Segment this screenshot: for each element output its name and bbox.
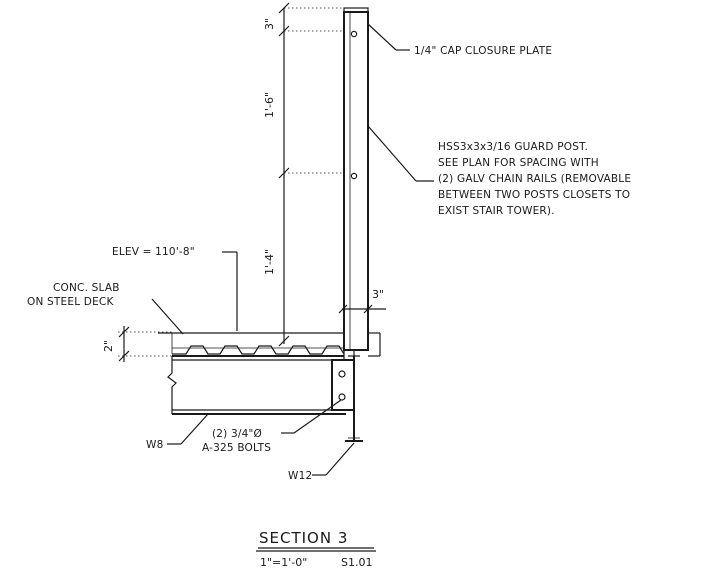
guard-post (343, 7, 369, 351)
cap-plate-label: 1/4" CAP CLOSURE PLATE (414, 45, 552, 57)
section-scale: 1"=1'-0" (260, 556, 307, 569)
guard-post-leader (367, 125, 434, 182)
dim-top: 3" (263, 18, 276, 30)
guard-post-note-line-4: BETWEEN TWO POSTS CLOSETS TO (438, 189, 630, 201)
slab-depth-dimension (118, 326, 172, 362)
w12-label: W12 (288, 470, 312, 482)
guard-post-note-line-2: SEE PLAN FOR SPACING WITH (438, 157, 599, 169)
dim-post-width: 3" (372, 288, 384, 301)
guard-post-note-line-5: EXIST STAIR TOWER). (438, 205, 555, 217)
guard-post-note-line-3: (2) GALV CHAIN RAILS (REMOVABLE (438, 173, 631, 185)
vertical-dimension-chain (278, 2, 343, 347)
w8-label: W8 (146, 439, 163, 451)
bolts-label-line-1: (2) 3/4"Ø (212, 428, 262, 440)
slab-label-line-2: ON STEEL DECK (27, 296, 114, 308)
post-width-dimension (338, 300, 386, 318)
sheet-number: S1.01 (341, 556, 372, 569)
slab-label-line-1: CONC. SLAB (53, 282, 120, 294)
section-title: SECTION 3 (259, 529, 348, 547)
guard-post-note: HSS3x3x3/16 GUARD POST. SEE PLAN FOR SPA… (438, 141, 631, 217)
cap-plate-leader (367, 23, 410, 51)
title-block: SECTION 3 1"=1'-0" S1.01 (256, 529, 376, 569)
dim-lower: 1'-4" (263, 249, 276, 275)
bolts-label-line-2: A-325 BOLTS (202, 442, 271, 454)
slab-leader (151, 298, 184, 335)
elevation-label: ELEV = 110'-8" (112, 246, 195, 258)
w12-beam (345, 355, 363, 442)
w8-leader (180, 413, 209, 445)
w12-leader (325, 442, 355, 476)
dim-slab-depth: 2" (102, 340, 115, 352)
elevation-leader (222, 251, 238, 331)
dim-upper: 1'-6" (263, 92, 276, 118)
concrete-slab (158, 332, 381, 357)
connection-plate (331, 350, 355, 411)
w8-beam (167, 355, 346, 415)
bolts-leader (293, 399, 342, 434)
guard-post-note-line-1: HSS3x3x3/16 GUARD POST. (438, 141, 588, 153)
